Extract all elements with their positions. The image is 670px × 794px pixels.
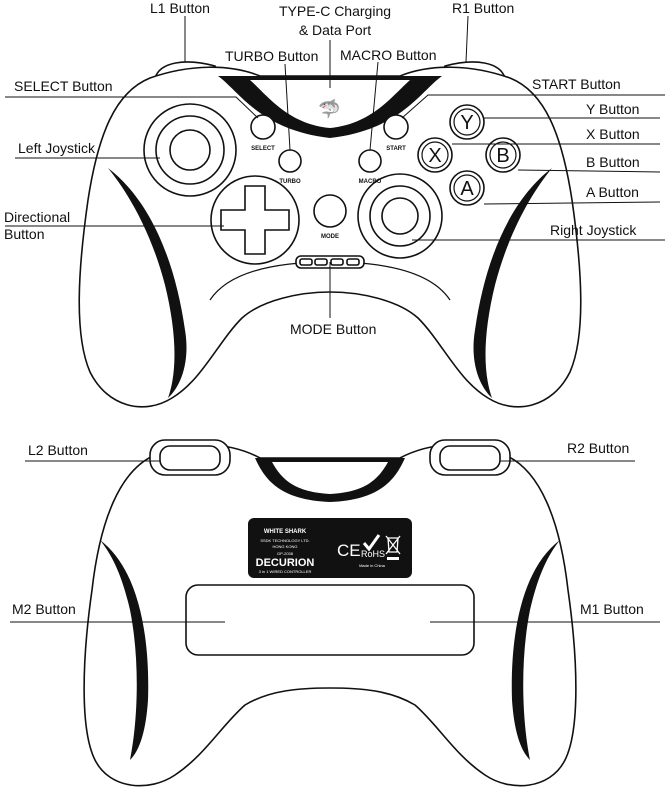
svg-text:HONG KONG: HONG KONG <box>273 544 298 549</box>
ce-mark: CE <box>337 541 361 560</box>
top-center-inner <box>250 80 410 128</box>
label-macro: MACRO Button <box>340 47 436 63</box>
a-button[interactable]: A <box>449 170 485 206</box>
turbo-button[interactable]: TURBO <box>278 149 302 185</box>
product-label-plate: WHITE SHARK SSDK TECHNOLOGY LTD. HONG KO… <box>248 518 412 578</box>
svg-text:START: START <box>386 146 406 152</box>
svg-text:GP-2038: GP-2038 <box>277 551 294 556</box>
check-icon <box>362 534 381 552</box>
label-l2: L2 Button <box>28 442 88 458</box>
leader-lines-back <box>10 460 660 623</box>
left-joystick[interactable] <box>143 103 237 197</box>
svg-text:B: B <box>496 145 509 167</box>
front-view: 🦈 SELECT START TURBO MACRO MODE Y X B A … <box>4 0 665 408</box>
leader-lines-front <box>5 15 665 318</box>
svg-text:SELECT: SELECT <box>251 146 275 152</box>
label-select: SELECT Button <box>14 78 113 94</box>
label-directional-1: Directional <box>4 209 70 225</box>
svg-text:A: A <box>460 178 474 200</box>
label-m2: M2 Button <box>12 601 76 617</box>
right-joystick[interactable] <box>357 173 443 259</box>
svg-text:Made in China: Made in China <box>359 563 386 568</box>
select-button[interactable]: SELECT <box>250 114 276 152</box>
svg-text:WHITE SHARK: WHITE SHARK <box>264 529 307 535</box>
svg-text:TURBO: TURBO <box>279 179 301 185</box>
label-right-joystick: Right Joystick <box>550 222 637 238</box>
y-button[interactable]: Y <box>449 104 485 140</box>
label-m1: M1 Button <box>580 601 644 617</box>
r2-trigger[interactable] <box>429 439 511 476</box>
weee-bin-icon <box>385 535 401 560</box>
label-a: A Button <box>586 184 639 200</box>
back-view: WHITE SHARK SSDK TECHNOLOGY LTD. HONG KO… <box>10 439 660 787</box>
back-right-grip <box>511 540 560 760</box>
label-b: B Button <box>586 154 640 170</box>
back-paddle-panel[interactable] <box>185 584 475 656</box>
shark-logo: 🦈 <box>318 98 340 119</box>
svg-text:DECURION: DECURION <box>256 557 315 569</box>
start-button[interactable]: START <box>383 114 409 152</box>
label-typec-1: TYPE-C Charging <box>279 3 391 19</box>
svg-text:X: X <box>428 145 441 167</box>
right-grip-accent <box>473 168 552 398</box>
label-x: X Button <box>586 126 640 142</box>
label-turbo: TURBO Button <box>225 48 318 64</box>
label-start: START Button <box>532 76 621 92</box>
mode-button[interactable]: MODE <box>313 194 347 240</box>
label-directional-2: Button <box>4 226 44 242</box>
svg-text:3 in 1 WIRED CONTROLLER: 3 in 1 WIRED CONTROLLER <box>259 569 312 574</box>
label-r2: R2 Button <box>567 440 629 456</box>
svg-text:MODE: MODE <box>321 234 339 240</box>
macro-button[interactable]: MACRO <box>358 149 382 185</box>
rohs-mark: RoHS <box>361 549 385 559</box>
back-top-accent-inner <box>272 462 388 494</box>
label-typec-2: & Data Port <box>299 22 371 38</box>
svg-text:SSDK TECHNOLOGY LTD.: SSDK TECHNOLOGY LTD. <box>260 538 309 543</box>
left-grip-accent <box>108 168 187 398</box>
l2-trigger[interactable] <box>149 439 231 476</box>
svg-text:MACRO: MACRO <box>359 179 382 185</box>
label-l1: L1 Button <box>150 0 210 16</box>
directional-pad[interactable] <box>210 175 300 265</box>
back-left-grip <box>100 540 149 760</box>
b-button[interactable]: B <box>485 137 521 173</box>
label-left-joystick: Left Joystick <box>18 140 96 156</box>
label-r1: R1 Button <box>452 0 514 16</box>
x-button[interactable]: X <box>417 137 453 173</box>
svg-text:Y: Y <box>460 112 473 134</box>
label-y: Y Button <box>586 101 639 117</box>
label-mode: MODE Button <box>290 321 376 337</box>
